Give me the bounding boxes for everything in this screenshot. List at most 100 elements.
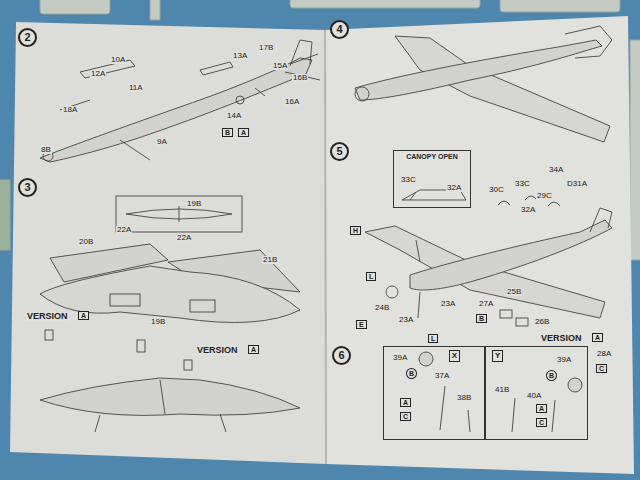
boxed-letter: B	[222, 128, 233, 137]
part-number: 41B	[494, 386, 510, 394]
drawing-line	[290, 0, 480, 8]
circled-letter: B	[406, 368, 417, 379]
part-number: 32A	[520, 206, 536, 214]
drawing-line	[568, 378, 582, 392]
box-heading: CANOPY OPEN	[398, 153, 466, 160]
drawing-line	[290, 40, 312, 66]
part-number: 23A	[398, 316, 414, 324]
part-number: 33C	[400, 176, 417, 184]
drawing-line	[0, 180, 10, 250]
step-number: 2	[18, 28, 37, 47]
part-number: D31A	[566, 180, 588, 188]
drawing-line	[95, 380, 226, 432]
part-number: 16B	[292, 74, 308, 82]
option-letter: Y	[492, 350, 503, 362]
boxed-letter: E	[356, 320, 367, 329]
boxed-letter: A	[238, 128, 249, 137]
drawing-line	[325, 30, 326, 464]
circled-letter: B	[546, 370, 557, 381]
boxed-letter: C	[536, 418, 547, 427]
drawing-line	[516, 318, 528, 326]
part-number: 21B	[262, 256, 278, 264]
drawing-line	[355, 40, 602, 100]
part-number: 33C	[514, 180, 531, 188]
drawing-line	[590, 208, 612, 232]
drawing-line	[236, 96, 244, 104]
part-number: 27A	[478, 300, 494, 308]
drawing-line	[325, 16, 634, 474]
drawing-line	[110, 294, 140, 306]
drawing-line	[150, 0, 160, 20]
boxed-letter: A	[248, 345, 259, 354]
drawing-line	[116, 196, 242, 232]
step-number: 4	[330, 20, 349, 39]
step-6-landing-gear	[419, 352, 582, 432]
part-number: 37A	[434, 372, 450, 380]
boxed-letter: A	[536, 404, 547, 413]
drawing-line	[60, 60, 150, 160]
step-4-aircraft	[355, 26, 612, 142]
step-number-text: 3	[24, 182, 30, 193]
step-number-text: 5	[336, 146, 342, 157]
drawing-line	[440, 386, 470, 432]
drawing-line	[40, 378, 300, 415]
part-number: 40A	[526, 392, 542, 400]
step-number: 5	[330, 142, 349, 161]
step-number-text: 6	[338, 350, 344, 361]
part-number: 30C	[488, 186, 505, 194]
drawing-line	[184, 360, 192, 370]
part-number: 12A	[90, 70, 106, 78]
drawing-line	[40, 58, 312, 162]
part-number: 18A	[62, 106, 78, 114]
drawing-line	[386, 286, 398, 298]
boxed-letter: A	[78, 311, 89, 320]
part-number: 19B	[150, 318, 166, 326]
drawing-line	[137, 340, 145, 352]
step-number-text: 4	[336, 24, 342, 35]
drawing-line	[190, 300, 215, 312]
option-letter: X	[449, 350, 460, 362]
part-number: 17B	[258, 44, 274, 52]
drawing-line	[500, 0, 620, 12]
drawing-line	[565, 26, 612, 58]
step-number-text: 2	[24, 32, 30, 43]
part-number: 8B	[40, 146, 52, 154]
part-number: 34A	[548, 166, 564, 174]
part-number: 16A	[284, 98, 300, 106]
part-number: 19B	[186, 200, 202, 208]
part-number: 22A	[116, 226, 132, 234]
boxed-letter: L	[366, 272, 376, 281]
part-number: 22A	[176, 234, 192, 242]
drawing-line	[126, 206, 232, 222]
part-number: 20B	[78, 238, 94, 246]
part-number: 28A	[596, 350, 612, 358]
drawing-line	[410, 220, 612, 290]
part-number: 32A	[446, 184, 462, 192]
part-number: 39A	[556, 356, 572, 364]
drawing-line	[512, 398, 555, 432]
step-number: 3	[18, 178, 37, 197]
part-number: 13A	[232, 52, 248, 60]
part-number: 38B	[456, 394, 472, 402]
boxed-letter: A	[592, 333, 603, 342]
step-2-fuselage	[40, 40, 320, 162]
drawing-line	[630, 40, 640, 260]
boxed-letter: H	[350, 226, 361, 235]
step-number: 6	[332, 346, 351, 365]
part-number: 25B	[506, 288, 522, 296]
part-number: 39A	[392, 354, 408, 362]
version-text: VERSION	[540, 334, 583, 343]
drawing-line	[500, 310, 512, 318]
part-number: 9A	[156, 138, 168, 146]
part-number: 29C	[536, 192, 553, 200]
part-number: 14A	[226, 112, 242, 120]
part-number: 23A	[440, 300, 456, 308]
drawing-line	[45, 330, 53, 340]
drawing-line	[40, 0, 110, 14]
boxed-letter: C	[596, 364, 607, 373]
step-5-aircraft	[365, 190, 612, 326]
boxed-letter: B	[476, 314, 487, 323]
boxed-letter: L	[428, 334, 438, 343]
part-number: 10A	[110, 56, 126, 64]
